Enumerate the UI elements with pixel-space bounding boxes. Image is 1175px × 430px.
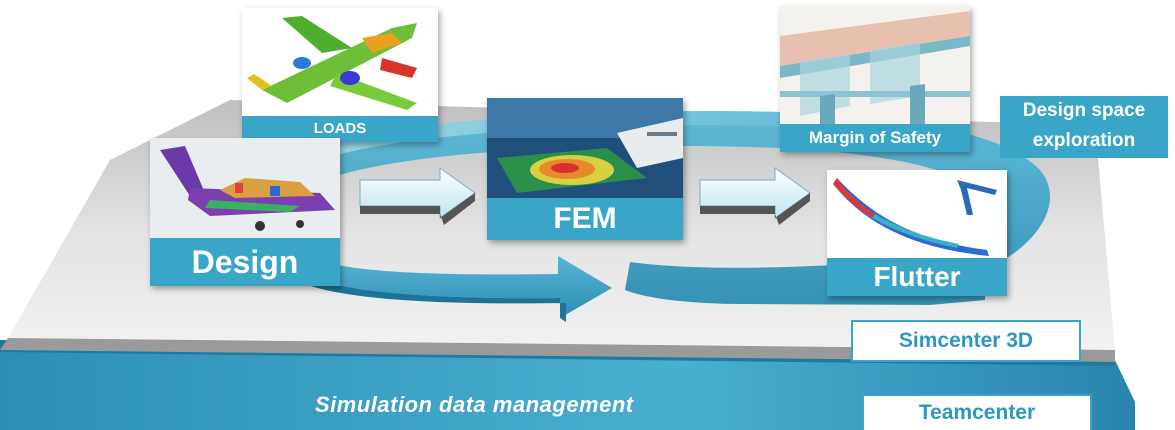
airplane-loads-image <box>242 8 438 116</box>
flutter-label: Flutter <box>827 258 1007 296</box>
design-label: Design <box>150 238 340 286</box>
design-space-line2: exploration <box>1032 130 1136 151</box>
design-airplane-image <box>150 138 340 238</box>
arrow-design-to-fem <box>359 167 476 225</box>
margin-label: Margin of Safety <box>780 124 970 152</box>
teamcenter-label: Teamcenter <box>862 394 1092 430</box>
sdm-label: Simulation data management <box>315 392 634 417</box>
margin-card: Margin of Safety <box>780 6 970 152</box>
design-card: Design <box>150 138 340 286</box>
flutter-wing-image <box>827 170 1007 258</box>
simcenter-label: Simcenter 3D <box>851 320 1081 362</box>
arrow-fem-to-flutter <box>699 167 811 225</box>
fem-label: FEM <box>487 198 683 240</box>
design-space-line1: Design space <box>1022 100 1146 121</box>
loads-label: LOADS <box>242 116 438 142</box>
margin-structure-image <box>780 6 970 124</box>
loads-card: LOADS <box>242 8 438 142</box>
fem-card: FEM <box>487 98 683 240</box>
fem-wing-image <box>487 98 683 198</box>
flutter-card: Flutter <box>827 170 1007 296</box>
design-space-label: Design space exploration <box>1000 96 1168 158</box>
